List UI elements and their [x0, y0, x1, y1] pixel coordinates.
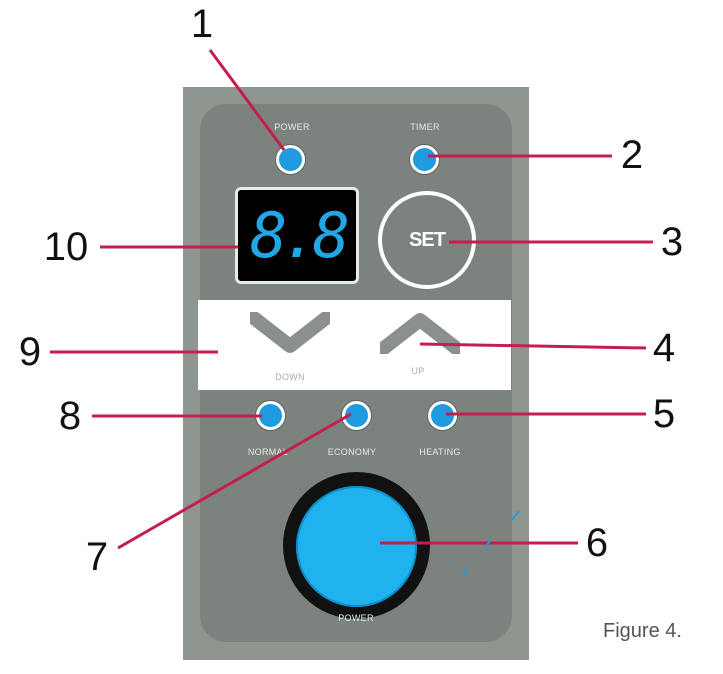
callout-6: 6	[585, 521, 609, 565]
digital-display: 8.8	[235, 187, 359, 284]
normal-label: NORMAL	[247, 447, 289, 457]
callout-4: 4	[652, 326, 676, 370]
up-arrow-button[interactable]	[380, 310, 460, 354]
up-label: UP	[411, 366, 425, 376]
callout-8: 8	[58, 394, 82, 438]
leader-line-4	[419, 342, 647, 350]
power-indicator-label: POWER	[274, 122, 310, 132]
leader-line-7	[117, 412, 352, 550]
power-indicator-led	[276, 145, 305, 174]
power-button[interactable]	[296, 486, 417, 607]
power-button-label: POWER	[338, 613, 374, 623]
callout-1: 1	[190, 2, 214, 46]
heating-label: HEATING	[419, 447, 461, 457]
callout-2: 2	[620, 133, 644, 177]
callout-5: 5	[652, 392, 676, 436]
down-label: DOWN	[275, 372, 305, 382]
callout-3: 3	[660, 220, 684, 264]
chevron-up-icon	[380, 313, 460, 354]
set-label: SET	[409, 228, 446, 251]
sparkle-marks	[461, 510, 520, 577]
display-digits: 8.8	[250, 198, 350, 272]
set-button[interactable]: SET	[378, 191, 476, 289]
figure-caption: Figure 4.	[603, 620, 682, 642]
callout-9: 9	[18, 330, 42, 374]
timer-label: TIMER	[410, 122, 440, 132]
heating-indicator-led	[428, 401, 457, 430]
callout-7: 7	[85, 535, 109, 579]
leader-line-1	[208, 49, 286, 151]
callout-10: 10	[43, 225, 89, 269]
down-arrow-button[interactable]	[250, 312, 330, 356]
timer-indicator-led	[410, 145, 439, 174]
chevron-down-icon	[250, 312, 330, 353]
economy-label: ECONOMY	[327, 447, 377, 457]
